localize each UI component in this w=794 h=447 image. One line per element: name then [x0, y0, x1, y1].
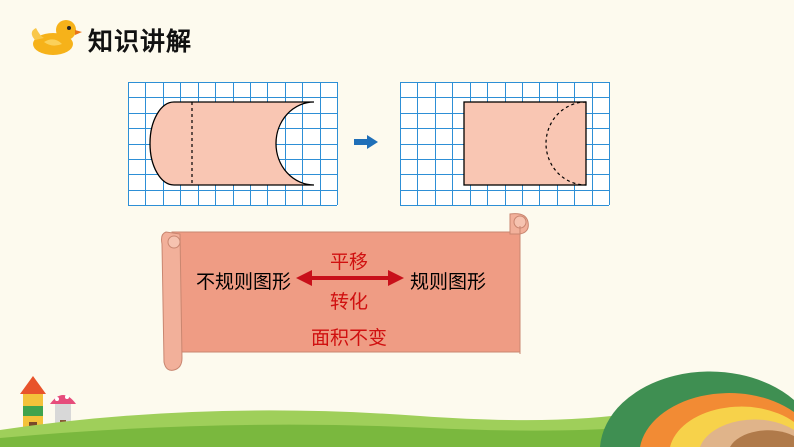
rectangle-shape: [463, 101, 587, 186]
irregular-shape: [149, 101, 315, 186]
page-title: 知识讲解: [88, 27, 193, 56]
right-grid-figure: [400, 82, 610, 206]
scroll-banner: [161, 213, 529, 371]
irregular-shape-label: 不规则图形: [196, 271, 292, 293]
right-arrow-icon: [354, 135, 378, 149]
duck-icon: [31, 20, 82, 55]
translate-label: 平移: [330, 251, 369, 273]
dashed-arc: [545, 101, 587, 186]
double-arrow-icon: [296, 270, 404, 286]
left-grid-figure: [128, 82, 338, 206]
regular-shape-label: 规则图形: [410, 271, 487, 293]
transform-label: 转化: [330, 291, 369, 313]
area-unchanged-label: 面积不变: [311, 327, 388, 349]
rainbow-hills-decoration: [0, 371, 794, 447]
